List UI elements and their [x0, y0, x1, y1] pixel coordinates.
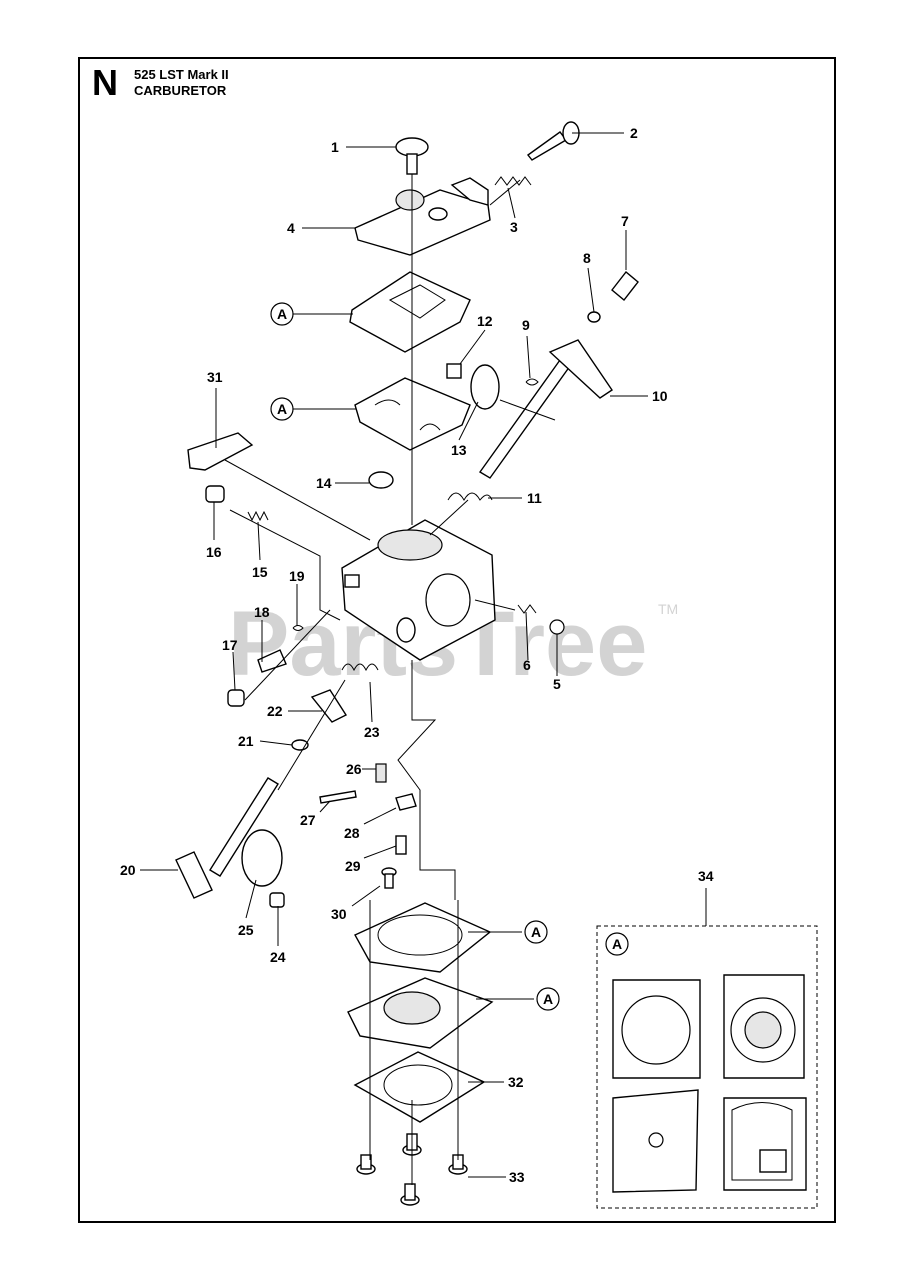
part-6-screw — [517, 604, 537, 614]
callout-29: 29 — [345, 858, 361, 874]
part-11-spring — [447, 492, 493, 502]
section-letter: N — [92, 62, 118, 103]
callout-19: 19 — [289, 568, 305, 584]
part-15-spring — [247, 510, 269, 522]
svg-text:A: A — [277, 306, 287, 322]
callout-11: 11 — [527, 490, 542, 506]
callout-33: 33 — [509, 1169, 525, 1185]
part-16-plug — [205, 485, 225, 503]
kit-box-marker: A — [612, 936, 622, 952]
section-title: CARBURETOR — [134, 83, 227, 98]
part-18-lever — [257, 649, 287, 673]
gasket-a-lower — [354, 902, 492, 973]
svg-text:A: A — [531, 924, 541, 940]
part-17-screw — [227, 689, 245, 707]
part-31-bracket — [187, 432, 254, 471]
callout-26: 26 — [346, 761, 362, 777]
callout-10: 10 — [652, 388, 668, 404]
part-32-cover — [353, 1051, 486, 1123]
callout-23: 23 — [364, 724, 380, 740]
callout-21: 21 — [238, 733, 254, 749]
svg-text:A: A — [277, 401, 287, 417]
callout-3: 3 — [510, 219, 518, 235]
part-9-clip — [525, 378, 539, 386]
part-2-needle — [526, 121, 580, 161]
callout-1: 1 — [331, 139, 339, 155]
callout-14: 14 — [316, 475, 332, 491]
callout-12: 12 — [477, 313, 493, 329]
callout-31: 31 — [207, 369, 223, 385]
part-14-ring — [368, 471, 394, 489]
callout-32: 32 — [508, 1074, 524, 1090]
part-19-clip — [292, 625, 304, 631]
part-7-screw — [611, 270, 639, 302]
part-10-throttle-shaft — [478, 339, 613, 479]
part-29-needle — [395, 835, 407, 855]
callout-13: 13 — [451, 442, 467, 458]
svg-text:A: A — [543, 991, 553, 1007]
callout-17: 17 — [222, 637, 238, 653]
part-23-spring — [341, 663, 379, 672]
callout-27: 27 — [300, 812, 316, 828]
drawing-frame — [78, 57, 836, 1223]
part-4-cover — [354, 177, 491, 256]
callout-16: 16 — [206, 544, 222, 560]
kit-marker-a-1: A — [270, 302, 294, 326]
part-1-screw — [395, 137, 429, 175]
callout-4: 4 — [287, 220, 295, 236]
callout-20: 20 — [120, 862, 136, 878]
part-24-screw — [269, 892, 285, 908]
model-name: 525 LST Mark II — [134, 67, 229, 82]
callout-7: 7 — [621, 213, 629, 229]
part-30-screw — [381, 867, 397, 889]
part-13-throttle-plate — [470, 364, 500, 410]
kit-marker-a-2: A — [270, 397, 294, 421]
watermark-trademark: TM — [658, 601, 678, 617]
part-26-spring — [375, 763, 387, 783]
callout-18: 18 — [254, 604, 270, 620]
callout-25: 25 — [238, 922, 254, 938]
part-25-choke-plate — [241, 829, 283, 887]
callout-2: 2 — [630, 125, 638, 141]
part-28-lever — [395, 793, 417, 811]
part-5-ball — [549, 619, 565, 635]
callout-8: 8 — [583, 250, 591, 266]
part-20-choke-shaft — [175, 777, 279, 899]
callout-34: 34 — [698, 868, 714, 884]
part-3-spring — [494, 176, 532, 186]
part-12-plug — [446, 363, 462, 379]
leader-lines — [140, 132, 707, 1178]
callout-22: 22 — [267, 703, 283, 719]
kit-marker-a-4: A — [536, 987, 560, 1011]
carburetor-body — [341, 519, 496, 661]
kit-marker-a-3: A — [524, 920, 548, 944]
callout-15: 15 — [252, 564, 268, 580]
part-8-washer — [587, 311, 601, 323]
callout-labels: 1 2 3 4 5 6 7 8 9 10 11 12 13 14 15 16 1… — [120, 125, 714, 1185]
callout-9: 9 — [522, 317, 530, 333]
callout-6: 6 — [523, 657, 531, 673]
part-27-pin — [319, 790, 357, 804]
kit-box-34: A — [596, 925, 818, 1209]
callout-28: 28 — [344, 825, 360, 841]
assembly-lines — [224, 174, 556, 1185]
callout-30: 30 — [331, 906, 347, 922]
callout-24: 24 — [270, 949, 286, 965]
callout-5: 5 — [553, 676, 561, 692]
